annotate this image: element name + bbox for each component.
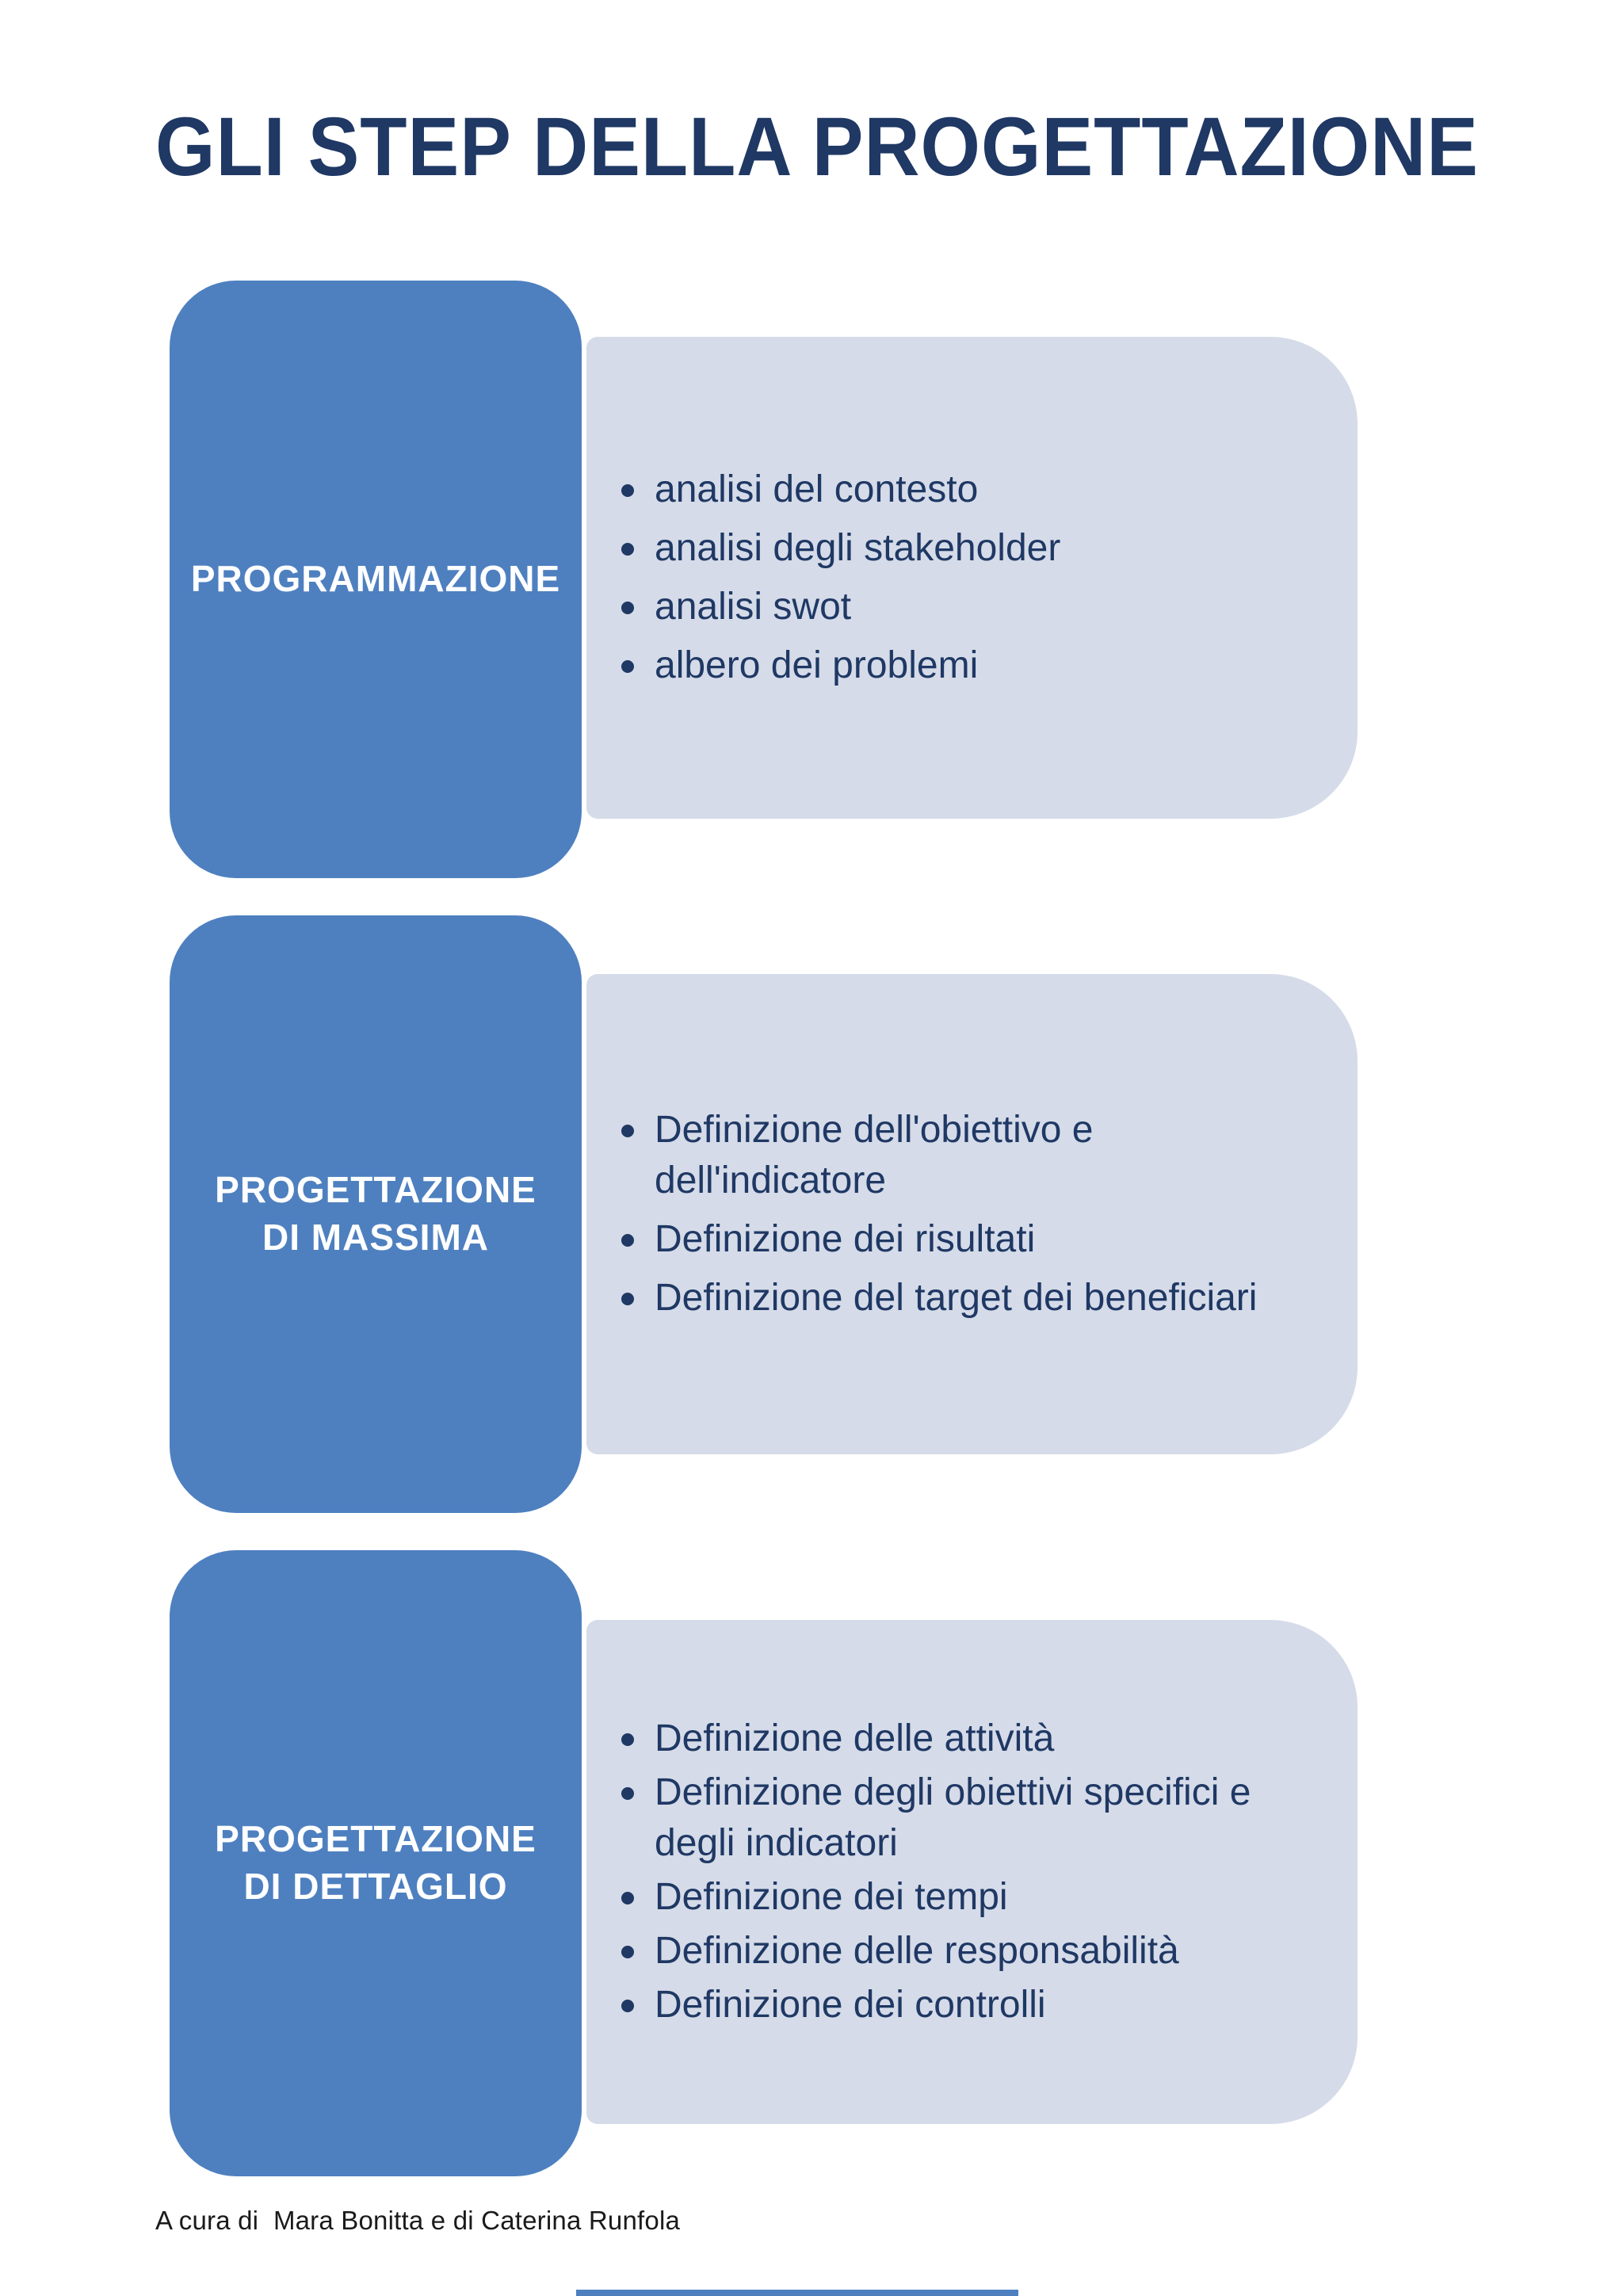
bullet-dot-icon xyxy=(621,602,634,614)
list-item: analisi swot xyxy=(621,582,1310,632)
step-3-label: PROGETTAZIONE DI DETTAGLIO xyxy=(215,1818,537,1907)
list-item: analisi del contesto xyxy=(621,464,1310,515)
list-item: Definizione dei tempi xyxy=(621,1872,1310,1923)
bullet-text: Definizione dell'obiettivo e dell'indica… xyxy=(655,1109,1094,1201)
credits-text: A cura di Mara Bonitta e di Caterina Run… xyxy=(155,2206,681,2235)
step-3-bullet-list: Definizione delle attività Definizione d… xyxy=(586,1710,1358,2034)
bullet-text: Definizione dei controlli xyxy=(655,1984,1046,2026)
bullet-text: Definizione dei tempi xyxy=(655,1876,1008,1918)
list-item: analisi degli stakeholder xyxy=(621,523,1310,574)
bullet-dot-icon xyxy=(621,2000,634,2012)
list-item: Definizione delle attività xyxy=(621,1713,1310,1764)
bullet-dot-icon xyxy=(621,543,634,556)
list-item: Definizione dei risultati xyxy=(621,1214,1310,1265)
bullet-dot-icon xyxy=(621,1125,634,1137)
bullet-dot-icon xyxy=(621,660,634,673)
bullet-dot-icon xyxy=(621,1234,634,1247)
step-row-programmazione: analisi del contesto analisi degli stake… xyxy=(170,281,1358,878)
step-row-progettazione-di-dettaglio: Definizione delle attività Definizione d… xyxy=(170,1550,1358,2176)
step-3-block: PROGETTAZIONE DI DETTAGLIO xyxy=(170,1550,582,2176)
step-1-bullet-list: analisi del contesto analisi degli stake… xyxy=(586,457,1358,699)
list-item: Definizione dell'obiettivo e dell'indica… xyxy=(621,1105,1310,1206)
bullet-text: analisi del contesto xyxy=(655,468,979,510)
list-item: Definizione degli obiettivi specifici e … xyxy=(621,1767,1310,1869)
step-1-label: PROGRAMMAZIONE xyxy=(190,558,561,600)
bullet-text: Definizione dei risultati xyxy=(655,1218,1036,1260)
bullet-dot-icon xyxy=(621,1293,634,1305)
bullet-text: albero dei problemi xyxy=(655,644,979,686)
bullet-dot-icon xyxy=(621,1787,634,1800)
bullet-text: Definizione delle responsabilità xyxy=(655,1930,1179,1972)
bullet-text: analisi swot xyxy=(655,586,852,628)
step-row-progettazione-di-massima: Definizione dell'obiettivo e dell'indica… xyxy=(170,915,1358,1513)
list-item: albero dei problemi xyxy=(621,640,1310,691)
bullet-dot-icon xyxy=(621,484,634,497)
bullet-dot-icon xyxy=(621,1946,634,1958)
step-2-details-bubble: Definizione dell'obiettivo e dell'indica… xyxy=(586,974,1358,1454)
bullet-text: Definizione del target dei beneficiari xyxy=(655,1277,1258,1319)
bullet-text: Definizione delle attività xyxy=(655,1717,1055,1759)
bullet-dot-icon xyxy=(621,1892,634,1904)
bullet-text: Definizione degli obiettivi specifici e … xyxy=(655,1771,1251,1864)
list-item: Definizione dei controlli xyxy=(621,1980,1310,2030)
list-item: Definizione delle responsabilità xyxy=(621,1926,1310,1977)
page-title: GLI STEP DELLA PROGETTAZIONE xyxy=(155,99,1479,193)
step-2-bullet-list: Definizione dell'obiettivo e dell'indica… xyxy=(586,1097,1358,1331)
bottom-partial-bar xyxy=(576,2290,1018,2296)
step-2-label: PROGETTAZIONE DI MASSIMA xyxy=(215,1169,537,1258)
list-item: Definizione del target dei beneficiari xyxy=(621,1273,1310,1324)
step-3-details-bubble: Definizione delle attività Definizione d… xyxy=(586,1620,1358,2124)
step-1-details-bubble: analisi del contesto analisi degli stake… xyxy=(586,337,1358,819)
step-1-block: PROGRAMMAZIONE xyxy=(170,281,582,878)
bullet-text: analisi degli stakeholder xyxy=(655,527,1061,569)
step-2-block: PROGETTAZIONE DI MASSIMA xyxy=(170,915,582,1513)
bullet-dot-icon xyxy=(621,1733,634,1746)
